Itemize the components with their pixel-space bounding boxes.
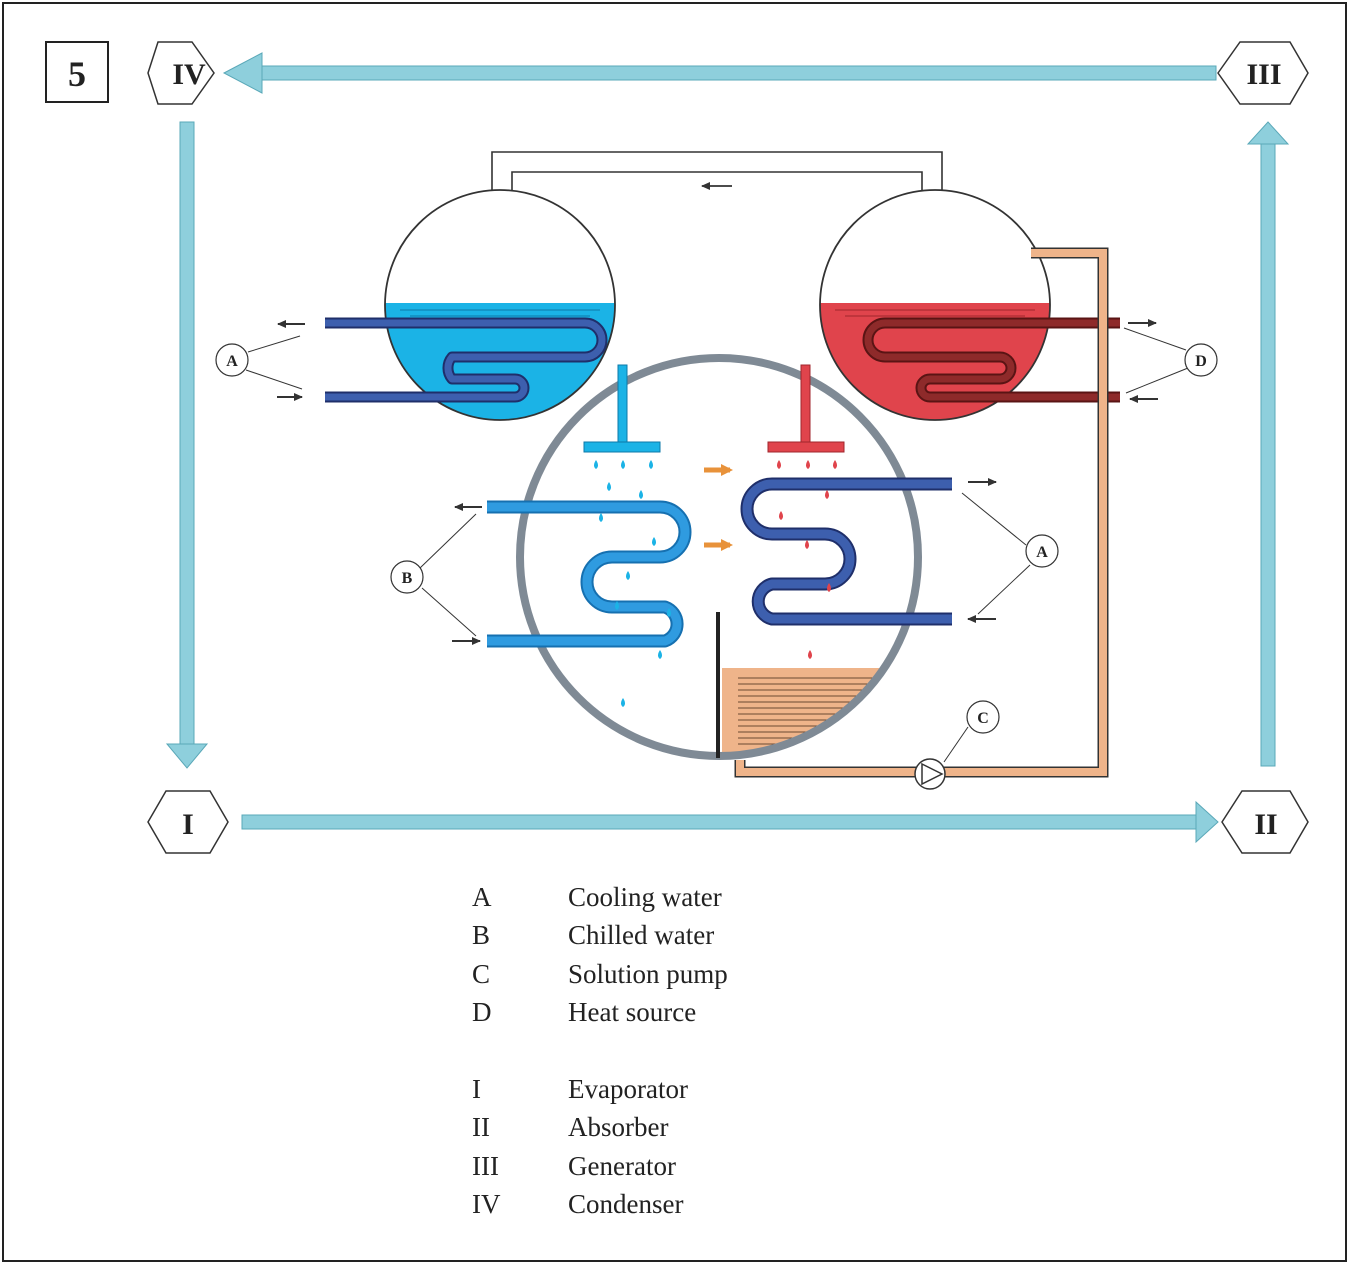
callout-leaders [245, 327, 1189, 763]
stage-label-iv: IV [172, 58, 206, 91]
legend-label: Absorber [568, 1112, 669, 1143]
legend-key: I [472, 1073, 481, 1104]
cycle-arrow-absorber-to-generator [1246, 121, 1290, 767]
figure-number: 5 [68, 54, 86, 94]
legend-key: IV [472, 1189, 501, 1220]
legend-row-c: C Solution pump [472, 955, 728, 994]
legend-label: Chilled water [568, 920, 715, 951]
solution-sprayer [767, 364, 845, 453]
condenser-vessel [325, 189, 616, 421]
callout-d: D [1184, 343, 1218, 377]
refrigerant-droplets [594, 460, 671, 707]
legend-row-iii: III Generator [472, 1147, 728, 1186]
cycle-arrow-condenser-to-evaporator [165, 121, 209, 769]
solution-pump-icon [914, 758, 946, 790]
solution-pipe [734, 247, 1109, 778]
evaporator-chilled-coil [487, 500, 692, 648]
generator-vessel [819, 189, 1120, 421]
legend-label: Condenser [568, 1189, 684, 1220]
legend-key: C [472, 958, 491, 989]
legend-label: Solution pump [568, 958, 728, 989]
legend-key: III [472, 1150, 499, 1181]
callout-b: B [390, 560, 424, 594]
vapor-pipe [491, 151, 943, 195]
legend-key: B [472, 920, 491, 951]
legend-label: Cooling water [568, 881, 722, 912]
legend-label: Generator [568, 1150, 676, 1181]
legend-label: Heat source [568, 997, 697, 1028]
callout-a-left: A [215, 343, 249, 377]
flow-arrows [277, 319, 1158, 645]
svg-text:A: A [226, 353, 238, 370]
legend-label: Evaporator [568, 1073, 688, 1104]
cycle-arrows [165, 52, 1290, 844]
svg-text:B: B [402, 570, 413, 587]
stage-label-i: I [182, 808, 194, 841]
absorber-cooling-coil [740, 477, 952, 626]
legend-row-ii: II Absorber [472, 1109, 728, 1148]
legend: A Cooling water B Chilled water C Soluti… [472, 878, 728, 1224]
legend-row-d: D Heat source [472, 994, 728, 1033]
cycle-arrow-generator-to-condenser [222, 52, 1217, 94]
legend-row-b: B Chilled water [472, 917, 728, 956]
legend-key: D [472, 997, 492, 1028]
callout-a-right: A [1025, 534, 1059, 568]
stage-label-ii: II [1254, 808, 1277, 841]
solution-droplets [777, 460, 837, 659]
refrigerant-sprayer [583, 364, 661, 453]
svg-text:A: A [1036, 544, 1048, 561]
stage-label-iii: III [1246, 58, 1281, 91]
svg-text:C: C [977, 710, 989, 727]
figure-number-box: 5 [45, 41, 109, 103]
legend-row-i: I Evaporator [472, 1070, 728, 1109]
cycle-arrow-evaporator-to-absorber [241, 800, 1219, 844]
stage-evaporator-hexagon: I [147, 790, 229, 854]
legend-key: II [472, 1112, 490, 1143]
vapor-absorption-arrows [704, 464, 733, 551]
legend-row-a: A Cooling water [472, 878, 728, 917]
legend-row-iv: IV Condenser [472, 1186, 728, 1225]
stage-generator-hexagon: III [1217, 41, 1309, 105]
svg-text:D: D [1195, 353, 1207, 370]
stage-condenser-hexagon: IV [147, 41, 215, 105]
callout-c: C [966, 700, 1000, 734]
legend-key: A [472, 881, 492, 912]
main-shell [516, 354, 922, 760]
stage-absorber-hexagon: II [1221, 790, 1309, 854]
